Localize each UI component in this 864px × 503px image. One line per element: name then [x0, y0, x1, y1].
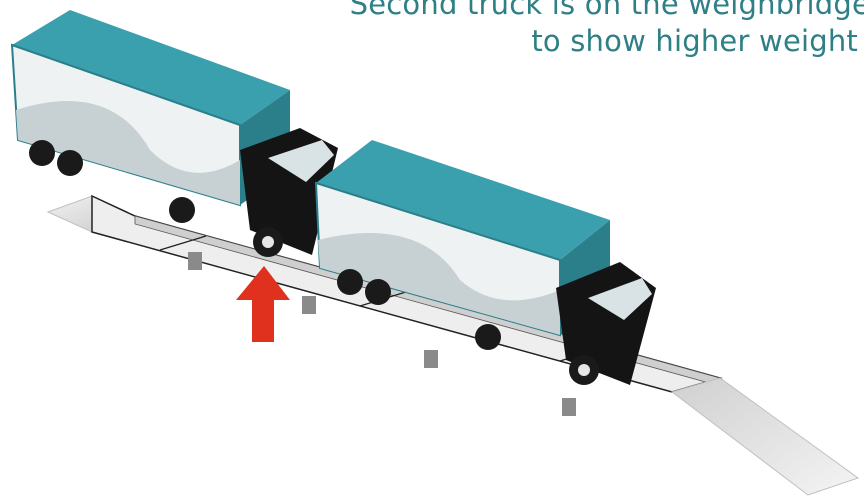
caption-line-1: Second truck is on the weighbridge: [350, 0, 864, 21]
second-truck-icon: [316, 140, 656, 385]
hubcap: [262, 236, 274, 248]
support-pier: [562, 398, 576, 416]
wheel: [365, 279, 391, 305]
caption-line-2: to show higher weight: [531, 24, 858, 58]
support-pier: [424, 350, 438, 368]
wheel: [169, 197, 195, 223]
exit-ramp: [672, 378, 858, 495]
wheel: [337, 269, 363, 295]
support-pier: [302, 296, 316, 314]
support-pier: [188, 252, 202, 270]
first-truck-icon: [12, 10, 338, 257]
wheel: [57, 150, 83, 176]
wheel: [475, 324, 501, 350]
hubcap: [578, 364, 590, 376]
wheel: [29, 140, 55, 166]
